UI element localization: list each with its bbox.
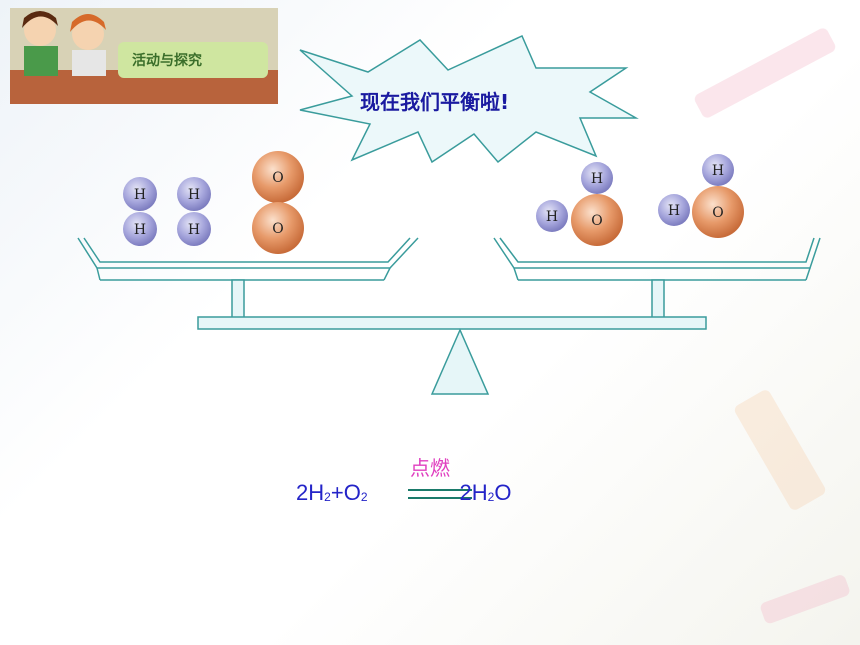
- molecule-h2o-1: [536, 162, 623, 246]
- molecule-o2: [252, 151, 304, 254]
- oxygen-atom: [252, 202, 304, 254]
- chemical-equation: 2H2+O2 2H2O: [296, 480, 511, 506]
- hydrogen-atom: [581, 162, 613, 194]
- right-pan: [493, 237, 821, 281]
- scale-beam: [197, 316, 707, 330]
- child-head-icon: [72, 18, 104, 50]
- left-post: [231, 279, 245, 319]
- right-post: [651, 279, 665, 319]
- reaction-condition: 点燃: [410, 456, 450, 480]
- hydrogen-atom: [177, 177, 211, 211]
- molecule-h2-1: [123, 177, 157, 246]
- hydrogen-atom: [702, 154, 734, 186]
- hydrogen-atom: [123, 212, 157, 246]
- banner-title: 活动与探究: [132, 53, 202, 69]
- hydrogen-atom: [658, 194, 690, 226]
- atom-label-h: H: [546, 209, 558, 225]
- activity-banner: [10, 8, 278, 104]
- scale-fulcrum: [430, 328, 490, 395]
- atom-label-h: H: [668, 203, 680, 219]
- reactants: 2H2+O2: [296, 480, 368, 505]
- bubble-text: 现在我们平衡啦!: [360, 90, 510, 114]
- oxygen-atom: [252, 151, 304, 203]
- hydrogen-atom: [177, 212, 211, 246]
- child-head-icon: [24, 14, 56, 46]
- left-pan: [77, 237, 419, 281]
- atom-label-o: O: [712, 205, 723, 221]
- atom-label-o: O: [591, 213, 602, 229]
- atom-label-o: O: [272, 221, 283, 237]
- background-decoration: [694, 28, 850, 624]
- hydrogen-atom: [536, 200, 568, 232]
- molecule-h2-2: [177, 177, 211, 246]
- atom-label-h: H: [188, 222, 200, 238]
- hydrogen-atom: [123, 177, 157, 211]
- reaction-equals-sign: [408, 489, 472, 499]
- oxygen-atom: [692, 186, 744, 238]
- atom-label-h: H: [134, 222, 146, 238]
- atom-label-o: O: [272, 170, 283, 186]
- speech-bubble: [299, 34, 639, 164]
- atom-label-h: H: [134, 187, 146, 203]
- atom-label-h: H: [591, 171, 603, 187]
- products: 2H2O: [459, 480, 512, 505]
- atom-label-h: H: [712, 163, 724, 179]
- oxygen-atom: [571, 194, 623, 246]
- atom-label-h: H: [188, 187, 200, 203]
- molecule-h2o-2: [658, 154, 744, 238]
